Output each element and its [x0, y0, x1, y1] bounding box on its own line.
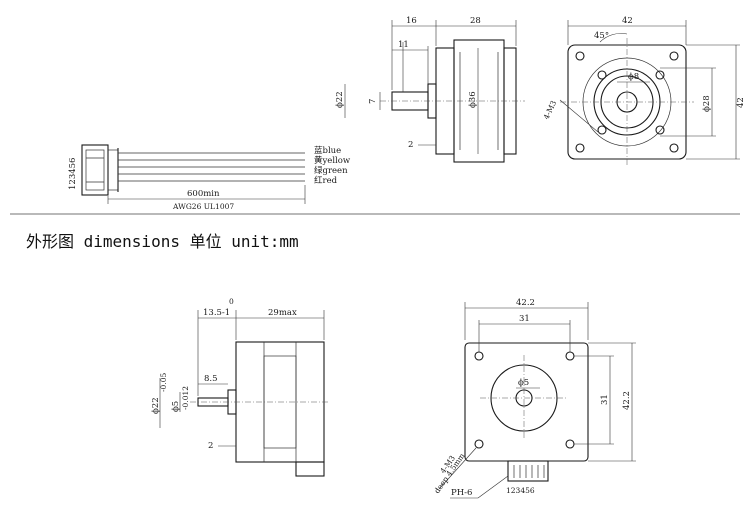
- dim-d8: ϕ8: [628, 72, 639, 82]
- connector-pin-numbers: 123456: [506, 486, 535, 495]
- cable-spec: AWG26 UL1007: [172, 202, 234, 211]
- dim-8-5: 8.5: [204, 374, 218, 384]
- heading: 外形图 dimensions 单位 unit:mm: [26, 232, 299, 251]
- dim-0: 0: [229, 297, 234, 306]
- dim-31-top: 31: [519, 314, 530, 324]
- cable-drawing: 123456 蓝blue 黄yellow 绿green 红red 600min …: [68, 144, 351, 211]
- dim-13-5: 13.5-1: [203, 308, 230, 318]
- wire-label-red: 红red: [314, 175, 338, 186]
- tol-5: -0.012: [181, 386, 190, 410]
- bottom-front-view: 123456 42.2 31 ϕ5 31 42.2 4-M3 deep 4.5m…: [432, 298, 636, 499]
- dim-d22-bottom: ϕ22: [151, 397, 161, 414]
- dim-7: 7: [368, 99, 378, 104]
- dim-16: 16: [406, 16, 417, 26]
- wire-label-green: 绿green: [314, 165, 348, 176]
- dim-42-top: 42: [622, 16, 633, 26]
- wire-label-yellow: 黄yellow: [314, 155, 351, 166]
- dim-31-side: 31: [600, 394, 610, 405]
- connector-ph6: PH-6: [451, 488, 472, 498]
- thread-4m3-top: 4-M3: [542, 99, 559, 121]
- dim-d36: ϕ36: [468, 91, 478, 108]
- tol-22: -0.05: [159, 373, 168, 392]
- dim-29max: 29max: [268, 308, 297, 318]
- bottom-side-view: 0 13.5-1 29max 8.5 ϕ22 -0.05 ϕ5 -0.012 2: [151, 297, 330, 477]
- dim-d22-top: ϕ22: [335, 91, 345, 108]
- dim-2-top: 2: [408, 140, 413, 150]
- dim-d5-front: ϕ5: [518, 378, 529, 388]
- dim-28: 28: [470, 16, 481, 26]
- dim-42-side: 42: [736, 97, 746, 108]
- top-side-view: 16 28 11 ϕ22 7 ϕ36 2: [335, 16, 525, 163]
- dim-11: 11: [398, 40, 409, 50]
- wire-label-blue: 蓝blue: [314, 145, 341, 156]
- top-front-view: 42 45° ϕ8 ϕ28 42 4-M3: [542, 16, 746, 166]
- dim-d5-side: ϕ5: [171, 401, 181, 412]
- cable-length: 600min: [187, 189, 220, 199]
- cable-pin-numbers: 123456: [68, 158, 78, 190]
- dim-42-2-top: 42.2: [516, 298, 535, 308]
- dim-2-bottom: 2: [208, 441, 213, 451]
- dim-d28: ϕ28: [702, 95, 712, 112]
- angle-45: 45°: [594, 31, 609, 41]
- dim-42-2-side: 42.2: [622, 391, 632, 410]
